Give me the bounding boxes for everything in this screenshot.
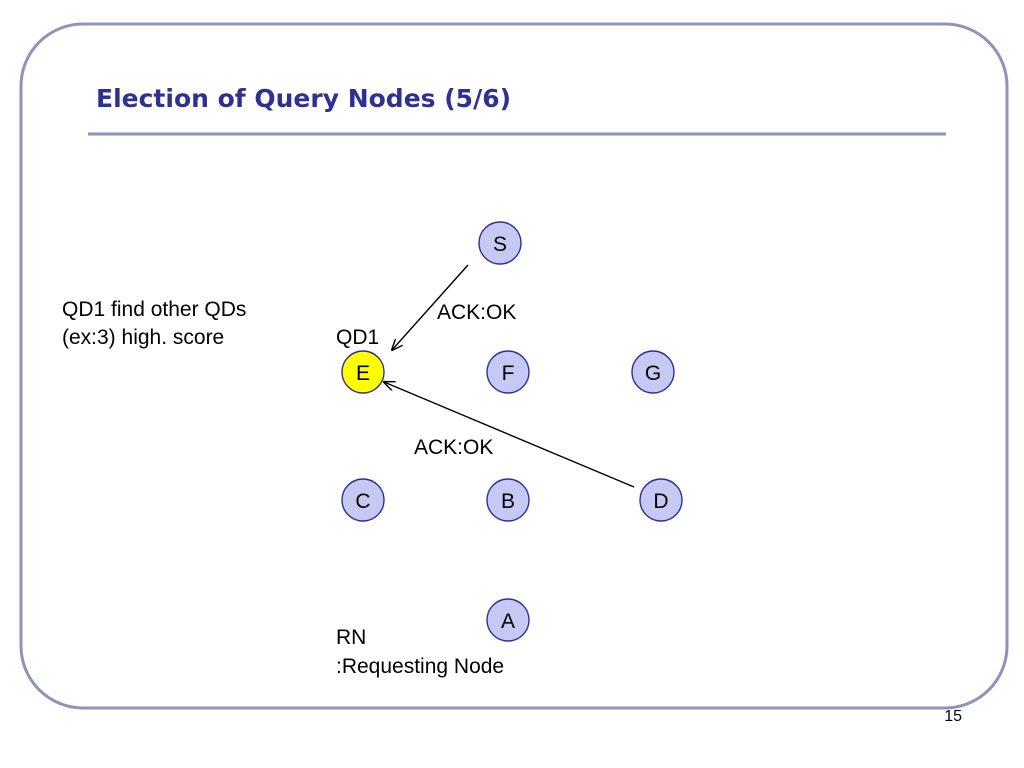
node-c-label: C	[355, 490, 370, 513]
node-e-label: E	[356, 362, 370, 385]
edge-d-to-e	[384, 382, 635, 488]
requesting-node-label: :Requesting Node	[336, 655, 505, 678]
frame-border	[19, 22, 1009, 710]
node-a-label: A	[501, 610, 515, 633]
node-s-label: S	[493, 233, 507, 256]
node-d-label: D	[653, 490, 668, 513]
node-g-label: G	[645, 362, 661, 385]
qd1-label: QD1	[336, 326, 380, 349]
rn-label: RN	[336, 626, 367, 649]
node-s: S	[478, 221, 522, 265]
node-g: G	[631, 350, 675, 394]
node-a: A	[486, 598, 530, 642]
edge-s-to-e	[392, 264, 469, 350]
note-line-1: QD1 find other QDs	[62, 298, 247, 321]
node-b-label: B	[501, 490, 515, 513]
node-b: B	[486, 478, 530, 522]
node-c: C	[341, 478, 385, 522]
slide-number: 15	[944, 708, 962, 725]
note-line-2: (ex:3) high. score	[62, 326, 225, 349]
node-d: D	[639, 478, 683, 522]
node-f: F	[486, 350, 530, 394]
node-f-label: F	[502, 362, 515, 385]
ack-label-top: ACK:OK	[437, 301, 517, 324]
node-e: E	[341, 350, 385, 394]
slide-title: Election of Query Nodes (5/6)	[96, 84, 512, 113]
ack-label-mid: ACK:OK	[414, 436, 494, 459]
